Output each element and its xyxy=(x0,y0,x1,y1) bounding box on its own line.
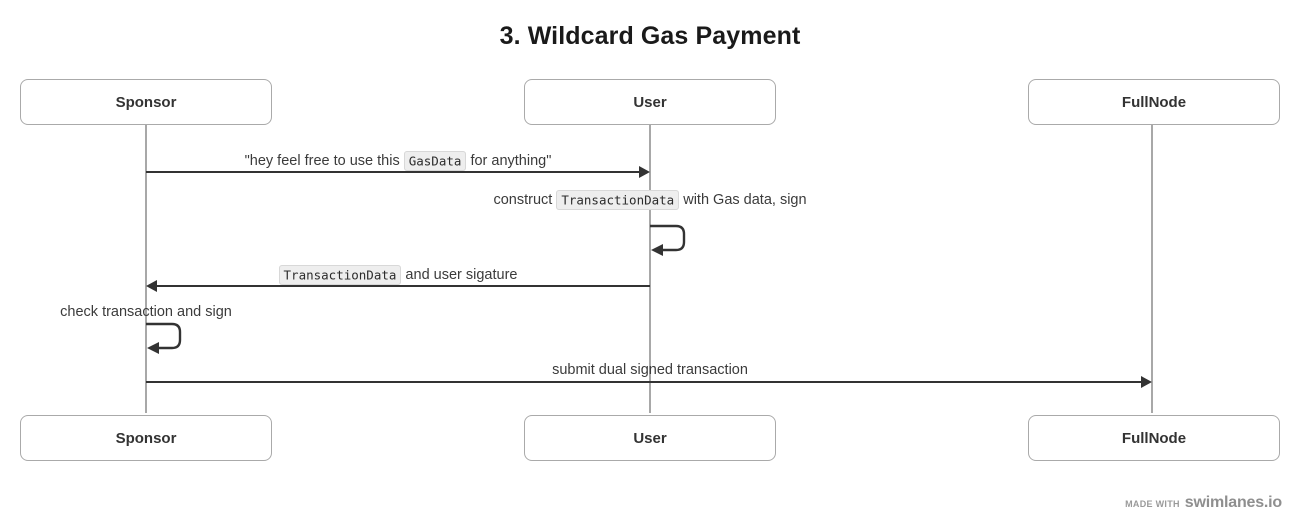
message-3-text-a: and user sigature xyxy=(401,267,518,283)
participant-fullnode-bottom[interactable]: FullNode xyxy=(1028,415,1280,461)
participant-label: Sponsor xyxy=(115,93,177,111)
participant-fullnode-top[interactable]: FullNode xyxy=(1028,79,1280,125)
message-5-text: submit dual signed transaction xyxy=(552,362,748,378)
message-label-1: "hey feel free to use this GasData for a… xyxy=(148,150,648,171)
message-4-text: check transaction and sign xyxy=(60,304,232,320)
arrowhead-right-icon xyxy=(1141,376,1152,389)
participant-sponsor-bottom[interactable]: Sponsor xyxy=(20,415,272,461)
message-arrow-5[interactable] xyxy=(146,381,1142,384)
participant-label: Sponsor xyxy=(115,429,177,447)
arrowhead-left-icon xyxy=(147,342,159,354)
message-1-text-b: for anything" xyxy=(466,153,552,169)
message-1-code-gasdata: GasData xyxy=(403,150,467,171)
watermark[interactable]: Made with swimlanes.io xyxy=(1125,494,1282,512)
lifeline-fullnode xyxy=(1151,125,1153,413)
participant-user-top[interactable]: User xyxy=(524,79,776,125)
participant-label: FullNode xyxy=(1121,429,1187,447)
message-selfloop-4[interactable] xyxy=(142,322,202,358)
arrowhead-right-icon xyxy=(639,166,650,179)
watermark-made-with-label: Made with xyxy=(1125,499,1180,509)
message-label-2: construct TransactionData with Gas data,… xyxy=(480,189,820,210)
message-label-5: submit dual signed transaction xyxy=(148,361,1152,380)
message-label-4: check transaction and sign xyxy=(20,303,272,322)
arrowhead-left-icon xyxy=(146,280,157,293)
message-3-code-transactiondata: TransactionData xyxy=(278,264,402,285)
participant-label: User xyxy=(633,93,667,111)
participant-label: FullNode xyxy=(1121,93,1187,111)
message-selfloop-2[interactable] xyxy=(646,224,706,260)
participant-user-bottom[interactable]: User xyxy=(524,415,776,461)
arrowhead-left-icon xyxy=(651,244,663,256)
message-2-text-a: construct xyxy=(493,192,557,208)
watermark-brand-label: swimlanes.io xyxy=(1184,494,1282,511)
page-title: 3. Wildcard Gas Payment xyxy=(499,22,801,50)
message-1-text-a: "hey feel free to use this xyxy=(244,153,404,169)
message-2-text-b: with Gas data, sign xyxy=(679,192,807,208)
message-arrow-3[interactable] xyxy=(156,285,650,288)
participant-sponsor-top[interactable]: Sponsor xyxy=(20,79,272,125)
message-arrow-1[interactable] xyxy=(146,171,640,174)
lifeline-sponsor xyxy=(145,125,147,413)
message-label-3: TransactionData and user sigature xyxy=(148,264,648,285)
message-2-code-transactiondata: TransactionData xyxy=(556,189,680,210)
lifeline-user xyxy=(649,125,651,413)
participant-label: User xyxy=(633,429,667,447)
